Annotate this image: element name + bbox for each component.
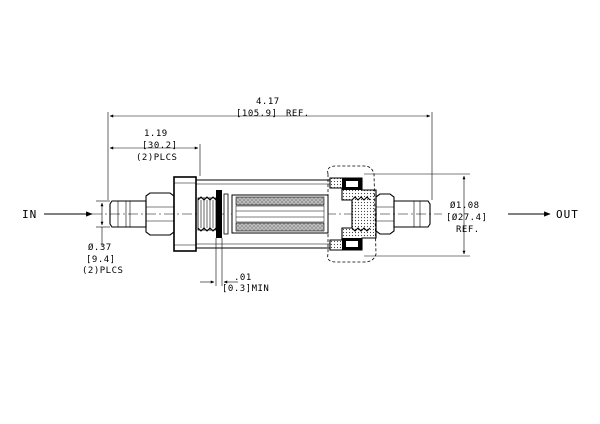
diameter-small-note: (2)PLCS	[82, 266, 123, 276]
overall-length-note: REF.	[286, 109, 310, 119]
end-length-metric: [30.2]	[142, 141, 178, 151]
outlet-collar-phantom	[327, 165, 377, 263]
clearance-dimension: .01 [0.3]MIN	[200, 238, 269, 294]
filter-housing	[196, 179, 344, 249]
end-length-dimension: 1.19 [30.2] (2)PLCS	[109, 129, 201, 176]
diameter-large-dimension: Ø1.08 [Ø27.4] REF.	[364, 173, 487, 257]
overall-length-dimension: 4.17 [105.9] REF.	[107, 97, 433, 200]
inlet-label: IN	[22, 208, 37, 221]
diameter-large-metric: [Ø27.4]	[446, 212, 487, 223]
end-length-value: 1.19	[144, 129, 168, 139]
outlet-hex-nut	[375, 193, 395, 235]
outlet-label: OUT	[556, 208, 579, 221]
outlet-end-cap	[329, 177, 377, 251]
inlet-gasket	[216, 190, 222, 238]
overall-length-metric: [105.9]	[236, 109, 277, 119]
diameter-small-value: Ø.37	[88, 242, 112, 253]
inlet-end-cap	[173, 176, 197, 252]
diameter-large-note: REF.	[456, 225, 480, 235]
filter-element	[231, 194, 329, 234]
clearance-metric: [0.3]MIN	[222, 284, 269, 294]
diameter-small-metric: [9.4]	[86, 255, 116, 265]
diameter-small-dimension: Ø.37 [9.4] (2)PLCS	[82, 200, 123, 276]
outlet-hose-barb	[393, 200, 431, 228]
inlet-gasket-inner	[223, 193, 229, 235]
end-length-note: (2)PLCS	[136, 153, 177, 163]
overall-length-value: 4.17	[256, 97, 280, 107]
clearance-value: .01	[234, 273, 252, 283]
diameter-large-value: Ø1.08	[450, 200, 480, 211]
inlet-thread	[197, 196, 217, 232]
